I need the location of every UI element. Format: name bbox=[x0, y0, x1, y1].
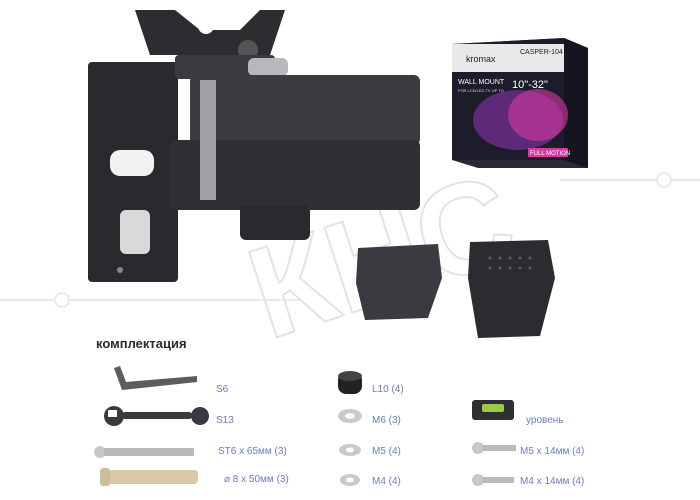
wood-screw-icon bbox=[94, 446, 194, 458]
label-m4-screw: M4 x 14мм (4) bbox=[520, 476, 585, 487]
product-box: kromax CASPER-104 WALL MOUNT FOR LCD/LED… bbox=[452, 38, 588, 168]
hex-key-icon bbox=[114, 366, 197, 390]
label-l10: L10 (4) bbox=[372, 384, 404, 395]
box-motion: FULL MOTION bbox=[530, 151, 570, 157]
wrench-icon bbox=[104, 406, 209, 426]
spirit-level-icon bbox=[472, 400, 514, 420]
box-title: WALL MOUNT bbox=[458, 79, 505, 86]
label-s13: S13 bbox=[216, 415, 234, 426]
spacer-l10-icon bbox=[338, 371, 362, 394]
box-size: 10"-32" bbox=[512, 79, 548, 91]
label-m6: M6 (3) bbox=[372, 415, 401, 426]
dowel-icon bbox=[100, 468, 198, 486]
wall-spacers-image bbox=[356, 240, 555, 338]
label-st6: ST6 x 65мм (3) bbox=[218, 446, 287, 457]
kit-heading: комплектация bbox=[96, 336, 187, 351]
parts-middle-column bbox=[338, 371, 362, 486]
label-m5-screw: M5 x 14мм (4) bbox=[520, 446, 585, 457]
washer-m5-icon bbox=[339, 444, 361, 456]
parts-right-column bbox=[472, 400, 516, 486]
label-s6: S6 bbox=[216, 384, 229, 395]
label-dowel: ⌀ 8 x 50мм (3) bbox=[224, 474, 289, 485]
label-m4-washer: M4 (4) bbox=[372, 476, 401, 487]
box-brand: kromax bbox=[466, 54, 496, 64]
wall-mount-image bbox=[88, 10, 420, 282]
box-subtitle: FOR LCD/LED TV UP TO bbox=[458, 88, 504, 93]
box-model: CASPER-104 bbox=[520, 49, 563, 56]
screw-m4-icon bbox=[472, 474, 514, 486]
parts-left-column bbox=[94, 366, 209, 486]
label-level: уровень bbox=[526, 415, 564, 426]
washer-m6-icon bbox=[338, 409, 362, 423]
screw-m5-icon bbox=[472, 442, 516, 454]
washer-m4-icon bbox=[340, 474, 360, 486]
label-m5-washer: M5 (4) bbox=[372, 446, 401, 457]
